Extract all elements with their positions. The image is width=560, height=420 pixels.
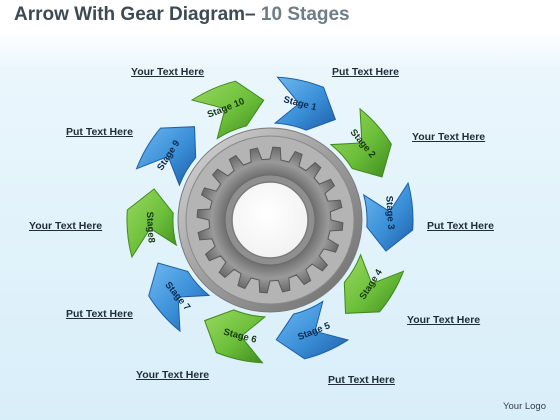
callout-label: Put Text Here [66, 308, 133, 320]
gear-hub-hole [231, 181, 309, 259]
callout-label: Your Text Here [29, 220, 103, 232]
stage-arrow-3 [362, 181, 414, 252]
callout-label: Put Text Here [427, 220, 494, 232]
stage-arrow-5 [275, 300, 350, 360]
callout-label: Your Text Here [136, 369, 210, 381]
stage-arrow-4 [343, 253, 405, 314]
stage-arrow-7 [148, 262, 211, 333]
callout-label: Put Text Here [328, 374, 395, 386]
stage-arrow-9 [135, 126, 197, 187]
callout-label: Your Text Here [131, 66, 205, 78]
callout-label: Your Text Here [407, 314, 481, 326]
stage-arrow-6 [203, 309, 267, 364]
callout-label: Put Text Here [66, 126, 133, 138]
title-main: Arrow With Gear Diagram– [14, 4, 256, 25]
stage-arrow-10 [190, 80, 265, 140]
logo-text: Your Logo [503, 401, 546, 412]
stage-arrow-2 [329, 107, 392, 178]
callout-label: Your Text Here [412, 131, 486, 143]
stage-arrow-8 [126, 188, 178, 259]
stage-label-3: Stage 3 [383, 195, 396, 229]
stage-label-8: Stage8 [144, 211, 157, 243]
title-suffix: 10 Stages [260, 4, 350, 25]
stage-arrow-1 [273, 76, 337, 131]
callout-label: Put Text Here [332, 66, 399, 78]
title-bar: Arrow With Gear Diagram– 10 Stages [0, 0, 560, 34]
page-title: Arrow With Gear Diagram– 10 Stages [14, 4, 350, 26]
center-gear [177, 127, 363, 313]
